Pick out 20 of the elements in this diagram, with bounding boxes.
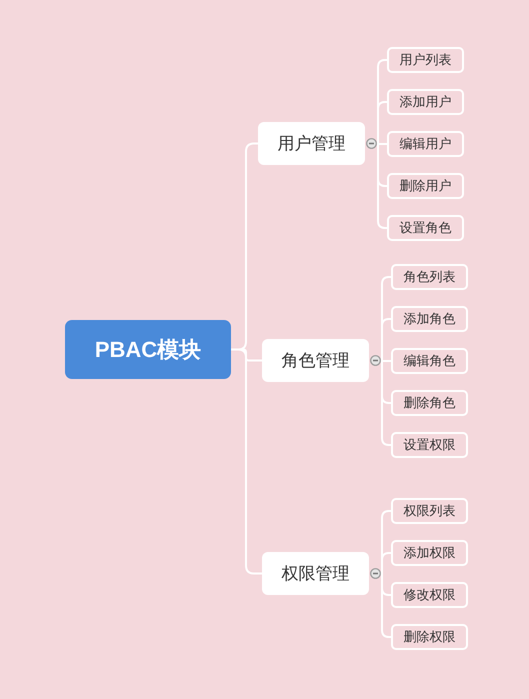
leaf-topic-box: 角色列表 [391, 264, 468, 290]
subtopic-box: 角色管理 [262, 339, 369, 382]
leaf-topic-box: 设置角色 [387, 215, 464, 241]
leaf-topic-box: 添加用户 [387, 89, 464, 115]
connector-line [376, 142, 387, 145]
leaf-topic-box: 修改权限 [391, 582, 468, 608]
leaf-topic-box: 删除权限 [391, 624, 468, 650]
subtopic-box: 权限管理 [262, 552, 369, 595]
leaf-topic-box: 设置权限 [391, 432, 468, 458]
leaf-topic-box: 用户列表 [387, 47, 464, 73]
main-topic-box: PBAC模块 [65, 320, 231, 379]
leaf-topic-box: 编辑角色 [391, 348, 468, 374]
leaf-topic-box: 权限列表 [391, 498, 468, 524]
leaf-topic-box: 编辑用户 [387, 131, 464, 157]
leaf-topic-box: 删除角色 [391, 390, 468, 416]
leaf-topic-box: 删除用户 [387, 173, 464, 199]
subtopic-box: 用户管理 [258, 122, 365, 165]
leaf-topic-box: 添加权限 [391, 540, 468, 566]
leaf-topic-box: 添加角色 [391, 306, 468, 332]
connector-line [380, 360, 391, 362]
